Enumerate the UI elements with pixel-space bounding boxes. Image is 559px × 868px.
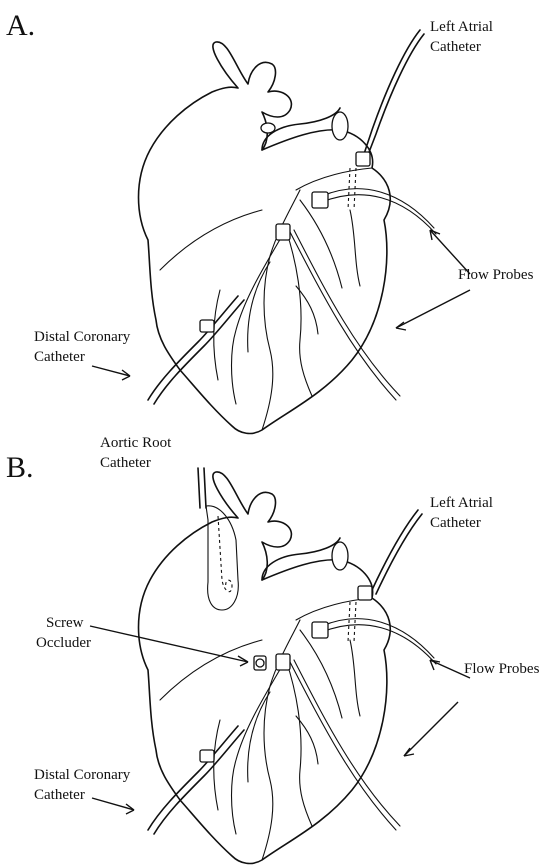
pulmonary-opening-a xyxy=(261,123,275,133)
screw-occluder-knob-b xyxy=(256,659,264,667)
panel-b-heart xyxy=(139,468,437,863)
flow-arrow-2-a xyxy=(396,290,470,328)
coronary-branch-1-a xyxy=(300,200,342,288)
flow-probe-2-a xyxy=(276,224,290,240)
left-atrial-catheter-label-a-line1: Left Atrial xyxy=(430,18,493,36)
aorta-opening-b xyxy=(332,542,348,570)
coronary-branch-3-b xyxy=(232,666,283,834)
aortic-root-inner-b xyxy=(218,516,232,592)
distal-arrow-b xyxy=(92,798,134,810)
distal-coronary-label-a-line1: Distal Coronary xyxy=(34,328,130,346)
flow-arrow-2-head-b xyxy=(404,748,414,756)
probe-wire-2a-b xyxy=(290,662,396,830)
left-atrial-catheter-b xyxy=(372,510,418,590)
left-atrial-catheter-a2 xyxy=(366,34,424,160)
distal-coronary-label-b-line2: Catheter xyxy=(34,786,85,804)
flow-probes-label-b: Flow Probes xyxy=(464,660,539,678)
screw-occluder-label-line1: Screw xyxy=(46,614,84,632)
catheter-inner-b xyxy=(348,602,350,642)
coronary-branch-4-a xyxy=(350,210,360,286)
probe-wire-1b-b xyxy=(322,625,436,664)
atrial-border-a xyxy=(296,168,372,190)
left-atrial-catheter-label-b-line1: Left Atrial xyxy=(430,494,493,512)
left-atrial-probe-b xyxy=(358,586,372,600)
probe-wire-1a xyxy=(322,189,434,228)
right-heart-border-b xyxy=(160,640,262,700)
coronary-branch-4-b xyxy=(350,640,360,716)
catheter-inner-b2 xyxy=(354,602,356,642)
flow-probe-2-b xyxy=(276,654,290,670)
screw-occluder-label-line2: Occluder xyxy=(36,634,91,652)
flow-arrow-1-head-b xyxy=(430,660,440,670)
left-atrial-catheter-label-a-line2: Catheter xyxy=(430,38,481,56)
coronary-branch-6-a xyxy=(296,286,318,334)
coronary-branch-3-a xyxy=(232,236,283,404)
aortic-root-catheter-b2 xyxy=(204,468,206,508)
probe-wire-1b xyxy=(322,195,436,234)
panel-b-letter: B. xyxy=(6,452,34,484)
right-heart-border-a xyxy=(160,210,262,270)
left-atrial-catheter-label-b-line2: Catheter xyxy=(430,514,481,532)
flow-probe-1-a xyxy=(312,192,328,208)
distal-coronary-label-a-line2: Catheter xyxy=(34,348,85,366)
aorta-opening-a xyxy=(332,112,348,140)
aortic-root-label-line1: Aortic Root xyxy=(100,434,171,452)
aorta-b xyxy=(262,538,340,580)
probe-wire-1a-b xyxy=(322,619,434,658)
probe-wire-2b xyxy=(294,230,400,396)
aortic-root-label-line2: Catheter xyxy=(100,454,151,472)
left-atrial-catheter-b2 xyxy=(376,514,422,594)
panel-a-heart xyxy=(139,30,437,433)
probe-wire-2b-b xyxy=(294,660,400,826)
distal-coronary-label-b-line1: Distal Coronary xyxy=(34,766,130,784)
probe-wire-2a xyxy=(290,232,396,400)
screw-arrow-b xyxy=(90,626,248,662)
coronary-branch-1-b xyxy=(300,630,342,718)
flow-arrow-2-b xyxy=(404,702,458,756)
coronary-branch-2-a xyxy=(286,230,312,396)
distal-probe-b xyxy=(200,750,214,762)
coronary-branch-6-b xyxy=(296,716,318,764)
aortic-root-sheath-b xyxy=(206,506,238,610)
left-atrial-probe-a xyxy=(356,152,370,166)
flow-probes-label-a: Flow Probes xyxy=(458,266,533,284)
coronary-branch-2-b xyxy=(286,660,312,826)
atrial-border-b xyxy=(296,598,372,620)
flow-probe-1-b xyxy=(312,622,328,638)
aortic-root-catheter-b xyxy=(198,468,200,508)
distal-probe-a xyxy=(200,320,214,332)
